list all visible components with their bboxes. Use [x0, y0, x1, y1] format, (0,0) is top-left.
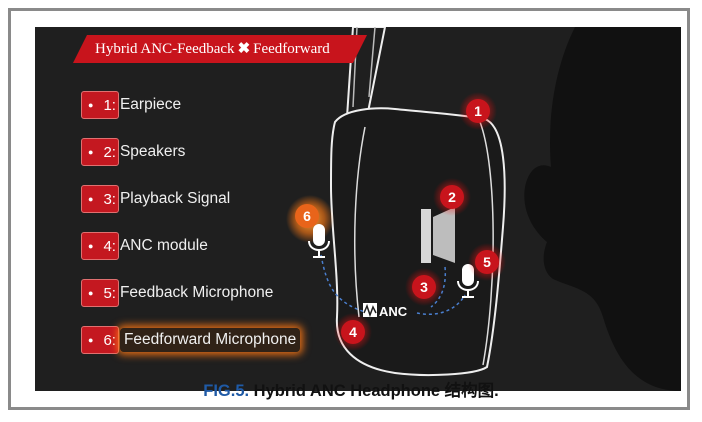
figure-frame: ANC 1 2 3 4 [8, 8, 690, 410]
banner-title-right: Feedforward [253, 41, 330, 57]
caption-figure-number: FIG.5. [203, 382, 250, 400]
banner-cross-symbol: ✖ [237, 41, 251, 57]
marker-1: 1 [459, 92, 497, 130]
marker-3: 3 [405, 268, 443, 306]
legend-label: Feedback Microphone [119, 284, 274, 301]
bullet-dot-icon: ● [88, 335, 94, 345]
speaker-driver-front [421, 209, 431, 263]
legend-label: Earpiece [119, 96, 182, 113]
bullet-dot-icon: ● [88, 100, 94, 110]
caption-suffix: 结构图. [444, 382, 499, 400]
svg-text:1: 1 [474, 103, 482, 119]
headphone-diagram: ANC 1 2 3 4 [286, 27, 681, 391]
marker-5: 5 [468, 243, 506, 281]
headband [345, 27, 387, 129]
signal-path-feedforward [320, 254, 366, 313]
legend-item-feedback-microphone: ●5: Feedback Microphone [81, 279, 273, 307]
legend-label: ANC module [119, 237, 208, 254]
figure-caption: FIG.5. Hybrid ANC Headphone 结构图. [0, 377, 702, 401]
svg-text:5: 5 [483, 254, 491, 270]
bullet-dot-icon: ● [88, 241, 94, 251]
legend-number-box: ●2: [81, 138, 119, 166]
bullet-dot-icon: ● [88, 288, 94, 298]
legend-label: Feedforward Microphone [119, 328, 301, 352]
title-banner: Hybrid ANC-Feedback✖Feedforward [73, 35, 367, 63]
signal-path-feedback [416, 294, 466, 316]
legend-number-box: ●4: [81, 232, 119, 260]
legend-number-box: ●6: [81, 326, 119, 354]
anc-wave-icon [363, 303, 377, 318]
legend-item-earpiece: ●1: Earpiece [81, 91, 181, 119]
feedforward-mic-icon [308, 224, 330, 258]
earcup-pad [479, 121, 494, 366]
svg-text:4: 4 [349, 324, 357, 340]
banner-title-left: Hybrid ANC-Feedback [95, 41, 235, 57]
caption-title: Hybrid ANC Headphone [253, 382, 441, 400]
diagram-panel: ANC 1 2 3 4 [35, 27, 681, 391]
legend-label: Speakers [119, 143, 186, 160]
earcup-inner-line [353, 126, 366, 318]
legend-item-anc-module: ●4: ANC module [81, 232, 208, 260]
legend-label: Playback Signal [119, 190, 231, 207]
legend-item-speakers: ●2: Speakers [81, 138, 185, 166]
svg-text:2: 2 [448, 189, 456, 205]
legend-number-box: ●5: [81, 279, 119, 307]
legend-number-box: ●3: [81, 185, 119, 213]
marker-6: 6 [295, 204, 319, 228]
legend-item-playback-signal: ●3: Playback Signal [81, 185, 230, 213]
anc-module-label: ANC [379, 304, 408, 319]
marker-2: 2 [433, 178, 471, 216]
marker-4: 4 [334, 313, 372, 351]
legend-number-box: ●1: [81, 91, 119, 119]
bullet-dot-icon: ● [88, 147, 94, 157]
bullet-dot-icon: ● [88, 194, 94, 204]
speaker-driver-cone [433, 207, 455, 263]
svg-text:3: 3 [420, 279, 428, 295]
head-silhouette [524, 27, 681, 391]
legend-item-feedforward-microphone: ●6: Feedforward Microphone [81, 326, 301, 354]
svg-text:6: 6 [303, 208, 311, 224]
